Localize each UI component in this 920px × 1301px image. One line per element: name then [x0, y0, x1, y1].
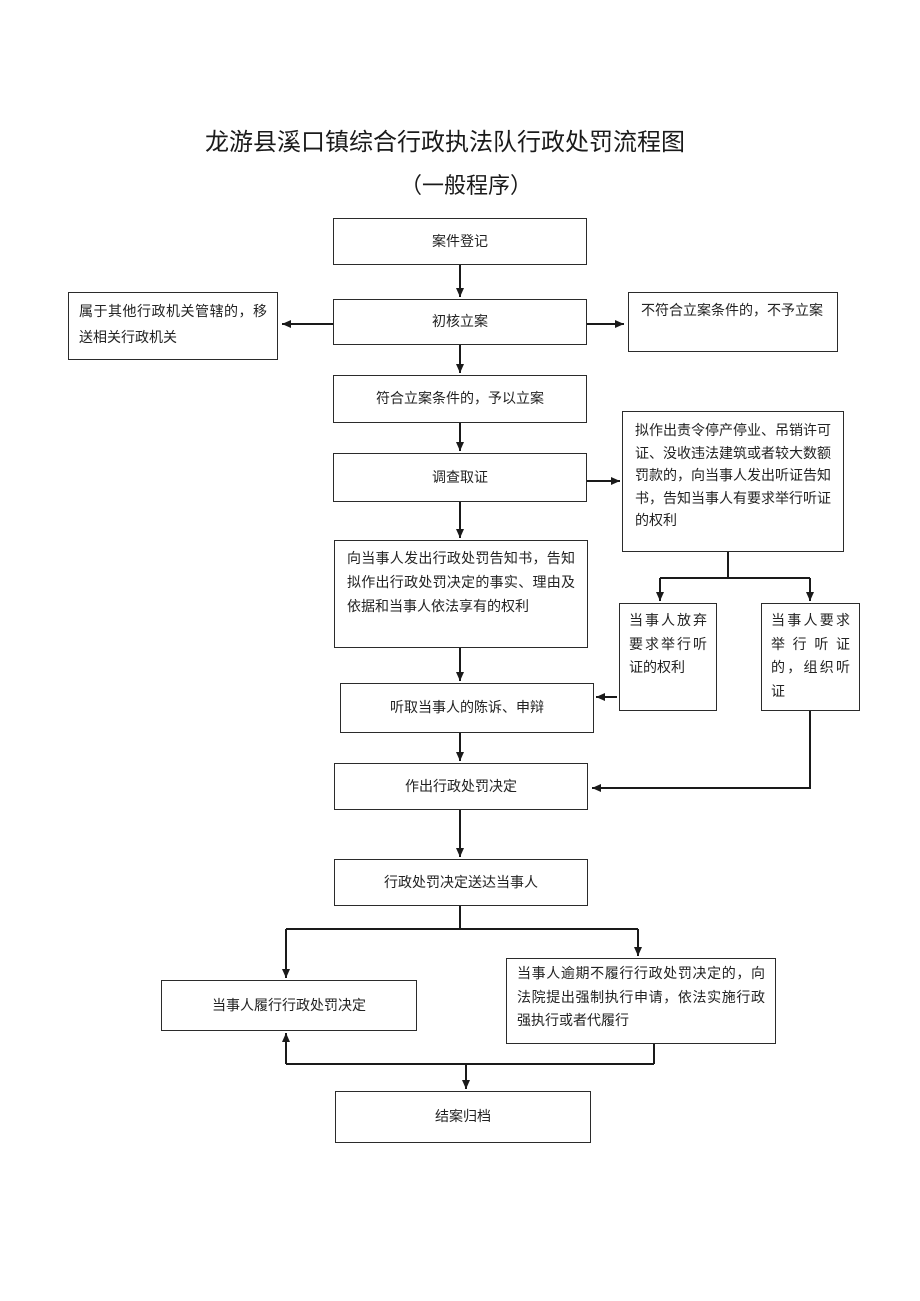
- node-waive-hearing: 当事人放弃要求举行听证的权利: [619, 603, 717, 711]
- node-transfer: 属于其他行政机关管辖的，移送相关行政机关: [68, 292, 278, 360]
- node-register: 案件登记: [333, 218, 587, 265]
- node-hearing-notice: 拟作出责令停产停业、吊销许可证、没收违法建筑或者较大数额罚款的，向当事人发出听证…: [622, 411, 844, 552]
- node-statement: 听取当事人的陈诉、申辩: [340, 683, 594, 733]
- connector-hearing-split: [660, 552, 729, 579]
- node-decision: 作出行政处罚决定: [334, 763, 588, 810]
- node-filed: 符合立案条件的，予以立案: [333, 375, 587, 423]
- node-not-filed: 不符合立案条件的，不予立案: [628, 292, 838, 352]
- arrow-request-hearing-to-decision: [592, 711, 811, 792]
- node-penalty-notice: 向当事人发出行政处罚告知书，告知拟作出行政处罚决定的事实、理由及依据和当事人依法…: [334, 540, 588, 648]
- node-close: 结案归档: [335, 1091, 591, 1143]
- node-enforce: 当事人逾期不履行行政处罚决定的，向法院提出强制执行申请，依法实施行政强执行或者代…: [506, 958, 776, 1044]
- page-subtitle: （一般程序）: [400, 174, 533, 199]
- node-delivery: 行政处罚决定送达当事人: [334, 859, 588, 906]
- node-investigate: 调查取证: [333, 453, 587, 502]
- node-comply: 当事人履行行政处罚决定: [161, 980, 417, 1031]
- node-preliminary: 初核立案: [333, 299, 587, 345]
- node-request-hearing: 当事人要求举行听证的，组织听证: [761, 603, 860, 711]
- page-title: 龙游县溪口镇综合行政执法队行政处罚流程图: [205, 128, 685, 156]
